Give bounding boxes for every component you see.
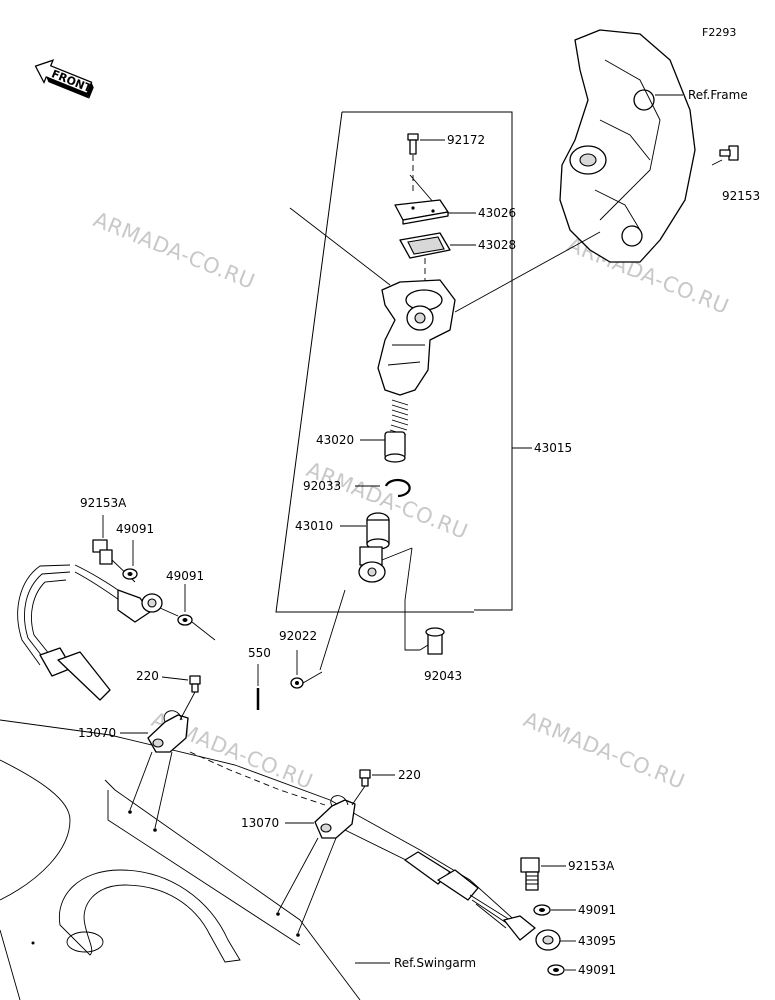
part-label-43028: 43028 [478,238,516,252]
hose-clamp-13070-a-icon [147,710,189,753]
piston-43010-icon [358,512,413,583]
part-label-92153: 92153 [722,189,760,203]
part-label-49091-a: 49091 [116,522,154,536]
frame-bracket [559,29,696,263]
ref-frame-label: Ref.Frame [688,88,748,102]
diaphragm-43028-icon [399,232,451,259]
part-label-92172: 92172 [447,133,485,147]
part-label-92153A-bottom: 92153A [568,859,615,873]
spring-43020-icon [384,399,409,463]
bolt-92153-icon [719,145,739,161]
screw-220-a-icon [189,675,201,693]
mount-line-2 [289,207,391,286]
part-label-43015: 43015 [534,441,572,455]
washer-92022-icon [290,677,304,689]
assembly-bracket [275,111,513,613]
part-label-49091-b: 49091 [166,569,204,583]
part-label-43010: 43010 [295,519,333,533]
screw-92172-icon [407,133,419,155]
mount-line [454,231,601,313]
part-label-92043: 92043 [424,669,462,683]
washer-49091-b-icon [177,614,193,626]
watermark-1: ARMADA-CO.RU [90,207,258,294]
brake-hose-upper-icon [17,564,163,701]
part-label-550: 550 [248,646,271,660]
figure-code: F2293 [702,26,736,39]
screw-220-b-icon [359,769,371,787]
pin-92043-icon [425,627,445,655]
part-label-13070-a: 13070 [78,726,116,740]
part-label-220-b: 220 [398,768,421,782]
watermark-4: ARMADA-CO.RU [520,707,688,794]
part-label-49091-d: 49091 [578,963,616,977]
part-label-92022: 92022 [279,629,317,643]
washer-49091-d-icon [547,964,565,976]
ref-swingarm-label: Ref.Swingarm [394,956,476,970]
swingarm-outline [0,719,521,1000]
front-arrow-icon: FRONT [34,59,94,99]
part-label-43095: 43095 [578,934,616,948]
brake-hose-lower-icon [189,751,561,951]
banjo-bolt-92153A-bottom-icon [520,857,540,891]
reservoir-cap-43026-icon [394,199,449,225]
part-label-43026: 43026 [478,206,516,220]
circlip-92033-icon [384,478,411,498]
banjo-bolt-92153A-top-icon [92,539,113,565]
part-label-92153A-top: 92153A [80,496,127,510]
master-cylinder-body-icon [377,279,456,396]
washer-49091-c-icon [533,904,551,916]
part-label-13070-b: 13070 [241,816,279,830]
washer-49091-a-icon [122,568,138,580]
part-label-43020: 43020 [316,433,354,447]
hose-clamp-13070-b-icon [314,795,356,839]
part-label-49091-c: 49091 [578,903,616,917]
part-label-92033: 92033 [303,479,341,493]
part-label-220-a: 220 [136,669,159,683]
